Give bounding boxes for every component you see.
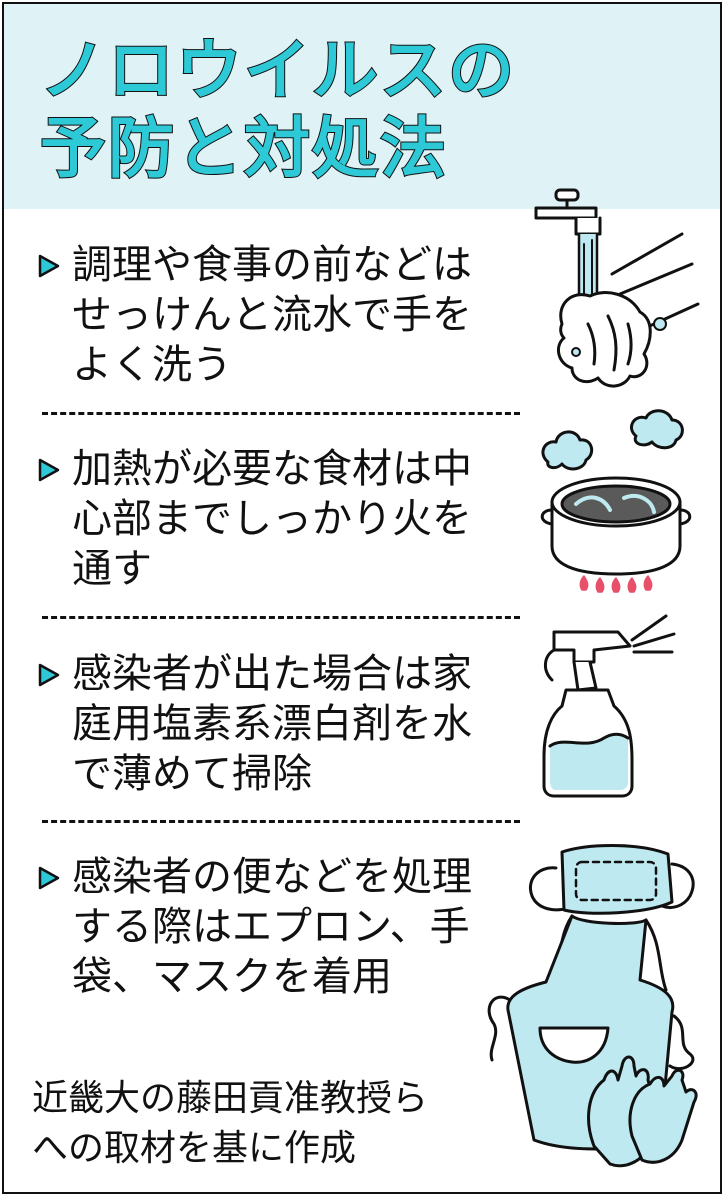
item-line: せっけんと流水で手を <box>72 292 472 338</box>
item-line: で薄めて掃除 <box>72 751 312 797</box>
item-line: 心部までしっかり火を <box>72 496 472 542</box>
triangle-bullet-icon <box>38 254 60 278</box>
header-band: ノロウイルスの 予防と対処法 <box>4 4 720 209</box>
title-line-1: ノロウイルスの <box>39 31 516 110</box>
dashed-divider <box>42 820 520 823</box>
item-line: よく洗う <box>72 342 232 388</box>
dashed-divider <box>42 412 520 415</box>
item-text: 感染者が出た場合は家 庭用塩素系漂白剤を水 で薄めて掃除 <box>72 649 542 799</box>
hand-washing-icon <box>534 188 700 388</box>
item-line: 庭用塩素系漂白剤を水 <box>72 701 472 747</box>
item-text: 調理や食事の前などは せっけんと流水で手を よく洗う <box>72 240 542 390</box>
triangle-bullet-icon <box>38 663 60 687</box>
spray-bottle-icon <box>542 614 676 798</box>
cooking-pot-icon <box>540 409 692 593</box>
credit-line: 近畿大の藤田貢准教授ら <box>32 1078 429 1119</box>
triangle-bullet-icon <box>38 866 60 890</box>
triangle-bullet-icon <box>38 458 60 482</box>
mask-apron-gloves-icon <box>487 844 698 1168</box>
title-line-2: 予防と対処法 <box>39 109 448 188</box>
item-line: 感染者の便などを処理 <box>72 854 472 900</box>
item-line: 袋、マスクを着用 <box>72 954 392 1000</box>
item-line: 通す <box>72 546 152 592</box>
source-credit: 近畿大の藤田貢准教授ら への取材を基に作成 <box>32 1074 428 1174</box>
item-line: 調理や食事の前などは <box>72 242 472 288</box>
item-text: 加熱が必要な食材は中 心部までしっかり火を 通す <box>72 444 542 594</box>
item-text: 感染者の便などを処理 する際はエプロン、手 袋、マスクを着用 <box>72 852 542 1002</box>
item-line: する際はエプロン、手 <box>72 904 470 950</box>
item-line: 加熱が必要な食材は中 <box>72 446 472 492</box>
item-line: 感染者が出た場合は家 <box>72 651 472 697</box>
page-title: ノロウイルスの 予防と対処法 <box>39 31 516 188</box>
credit-line: への取材を基に作成 <box>32 1128 357 1169</box>
dashed-divider <box>42 616 520 619</box>
